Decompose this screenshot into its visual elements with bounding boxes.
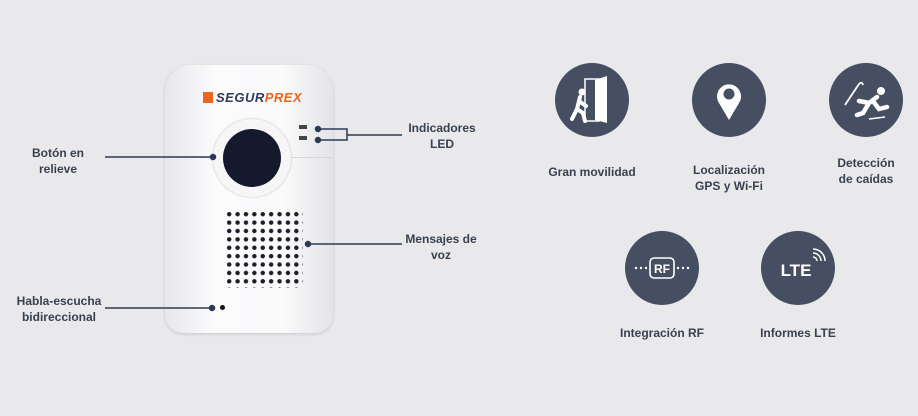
device-image: SEGURPREX — [165, 65, 333, 333]
svg-text:RF: RF — [654, 262, 670, 276]
feature-label-rf: Integración RF — [619, 326, 705, 340]
fall-detection-icon — [829, 63, 903, 137]
feature-label-mobility: Gran movilidad — [548, 165, 636, 179]
speaker-grille — [225, 210, 303, 288]
brand-logo: SEGURPREX — [203, 90, 302, 105]
rf-icon: RF — [625, 231, 699, 305]
microphone-hole — [220, 305, 225, 310]
feature-label-lte: Informes LTE — [760, 326, 836, 340]
location-pin-icon — [692, 63, 766, 137]
svg-text:LTE: LTE — [781, 261, 812, 280]
emergency-button — [213, 119, 291, 197]
walking-exit-icon — [555, 63, 629, 137]
lte-icon: LTE — [761, 231, 835, 305]
